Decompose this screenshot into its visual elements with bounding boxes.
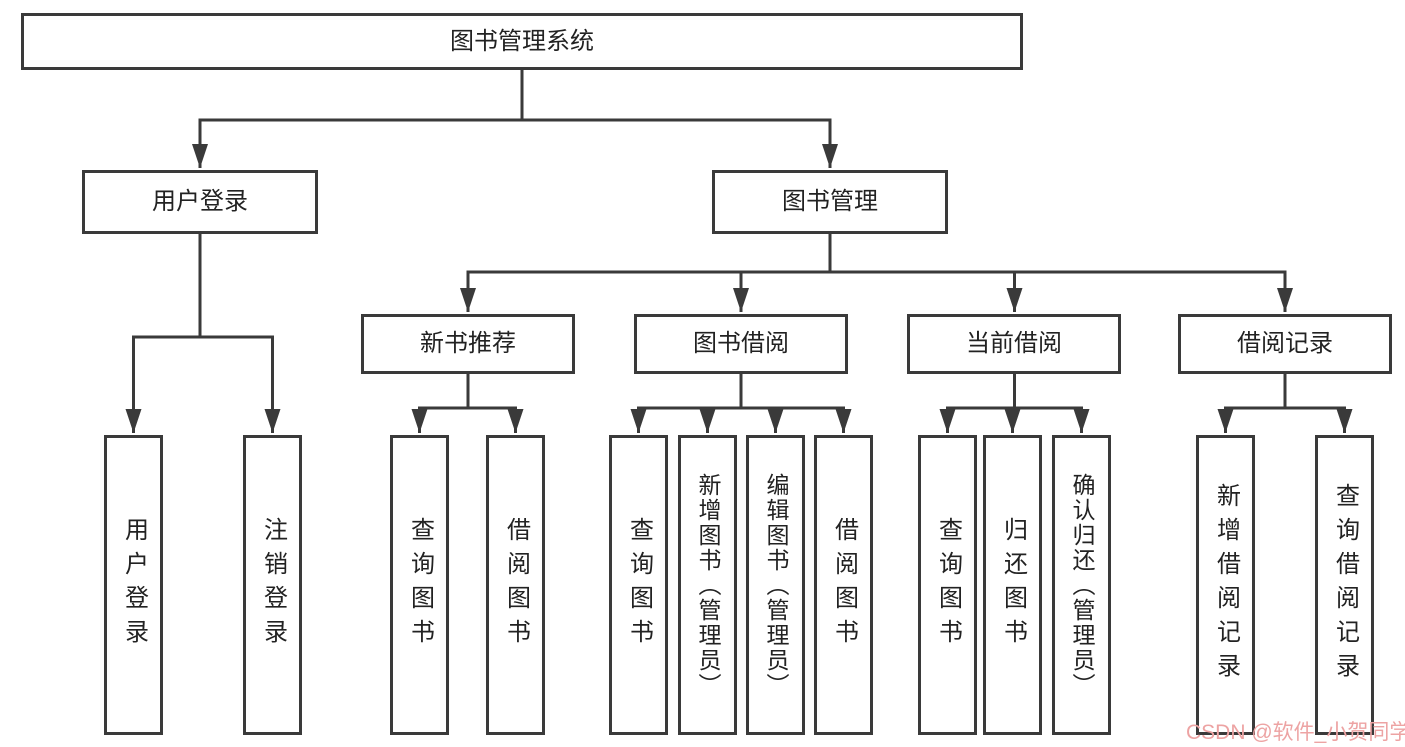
leaf-user-login: 用户登录 [104,435,163,735]
leaf-confirm-return-admin: 确认归还（管理员） [1052,435,1111,735]
node-borrow-records: 借阅记录 [1178,314,1392,374]
leaf-logout: 注销登录 [243,435,302,735]
leaf-add-borrow-record: 新增借阅记录 [1196,435,1255,735]
leaf-current-query-books: 查询图书 [918,435,977,735]
node-root-system: 图书管理系统 [21,13,1023,70]
leaf-edit-books-admin: 编辑图书（管理员） [746,435,805,735]
leaf-return-books: 归还图书 [983,435,1042,735]
leaf-recommend-query-books: 查询图书 [390,435,449,735]
node-user-login: 用户登录 [82,170,318,234]
leaf-borrow-borrow-books: 借阅图书 [814,435,873,735]
node-book-borrow: 图书借阅 [634,314,848,374]
leaf-borrow-query-books: 查询图书 [609,435,668,735]
leaf-add-books-admin: 新增图书（管理员） [678,435,737,735]
node-book-management: 图书管理 [712,170,948,234]
leaf-recommend-borrow-books: 借阅图书 [486,435,545,735]
csdn-watermark: CSDN @软件_小贺同学 [1186,721,1405,744]
node-current-borrow: 当前借阅 [907,314,1121,374]
leaf-query-borrow-record: 查询借阅记录 [1315,435,1374,735]
node-new-book-recommend: 新书推荐 [361,314,575,374]
